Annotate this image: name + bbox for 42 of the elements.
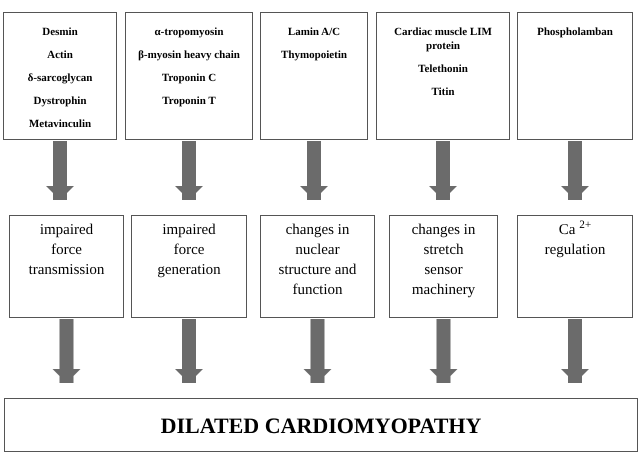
text-box (389, 215, 498, 318)
box-text: changes in nuclear structure and function (278, 221, 358, 300)
text-box (376, 12, 510, 140)
text-box (517, 215, 633, 318)
block-arrow (46, 141, 74, 200)
box-text: Dystrophin (34, 94, 86, 108)
text-box (125, 12, 253, 140)
box-text: DILATED CARDIOMYOPATHY (160, 412, 482, 440)
text-box (131, 215, 247, 318)
text-box (260, 12, 368, 140)
box-text: Titin (431, 85, 455, 99)
block-arrow (304, 319, 332, 383)
text-box (4, 398, 638, 452)
box-text: Desmin (42, 25, 78, 39)
block-arrow (429, 141, 457, 200)
box-text: β-myosin heavy chain (138, 48, 240, 62)
box-text: impaired force generation (156, 221, 222, 280)
block-arrow (52, 319, 80, 383)
box-text: Troponin C (162, 71, 216, 85)
box-text: Ca $^{2+}$ regulation (544, 220, 606, 260)
box-text: Thymopoietin (280, 48, 347, 62)
box-text: impaired force transmission (28, 221, 106, 280)
box-text: α-tropomyosin (154, 25, 224, 39)
block-arrow (561, 141, 589, 200)
box-text: Lamin A/C (288, 25, 340, 39)
block-arrow (300, 141, 328, 200)
text-box (517, 12, 633, 140)
block-arrow (430, 319, 458, 383)
text-box (260, 215, 375, 318)
box-text: δ-sarcoglycan (28, 71, 92, 85)
box-text: Telethonin (418, 62, 468, 76)
block-arrow (561, 319, 589, 383)
box-text: Metavinculin (28, 117, 92, 131)
box-text: Cardiac muscle LIM protein (393, 25, 493, 53)
block-arrow (175, 319, 203, 383)
box-text: Troponin T (162, 94, 216, 108)
text-box (3, 12, 117, 140)
block-arrow (175, 141, 203, 200)
text-box (9, 215, 124, 318)
box-text: Phospholamban (537, 25, 613, 39)
box-text: changes in stretch sensor machinery (410, 221, 476, 300)
box-text: Actin (47, 48, 73, 62)
